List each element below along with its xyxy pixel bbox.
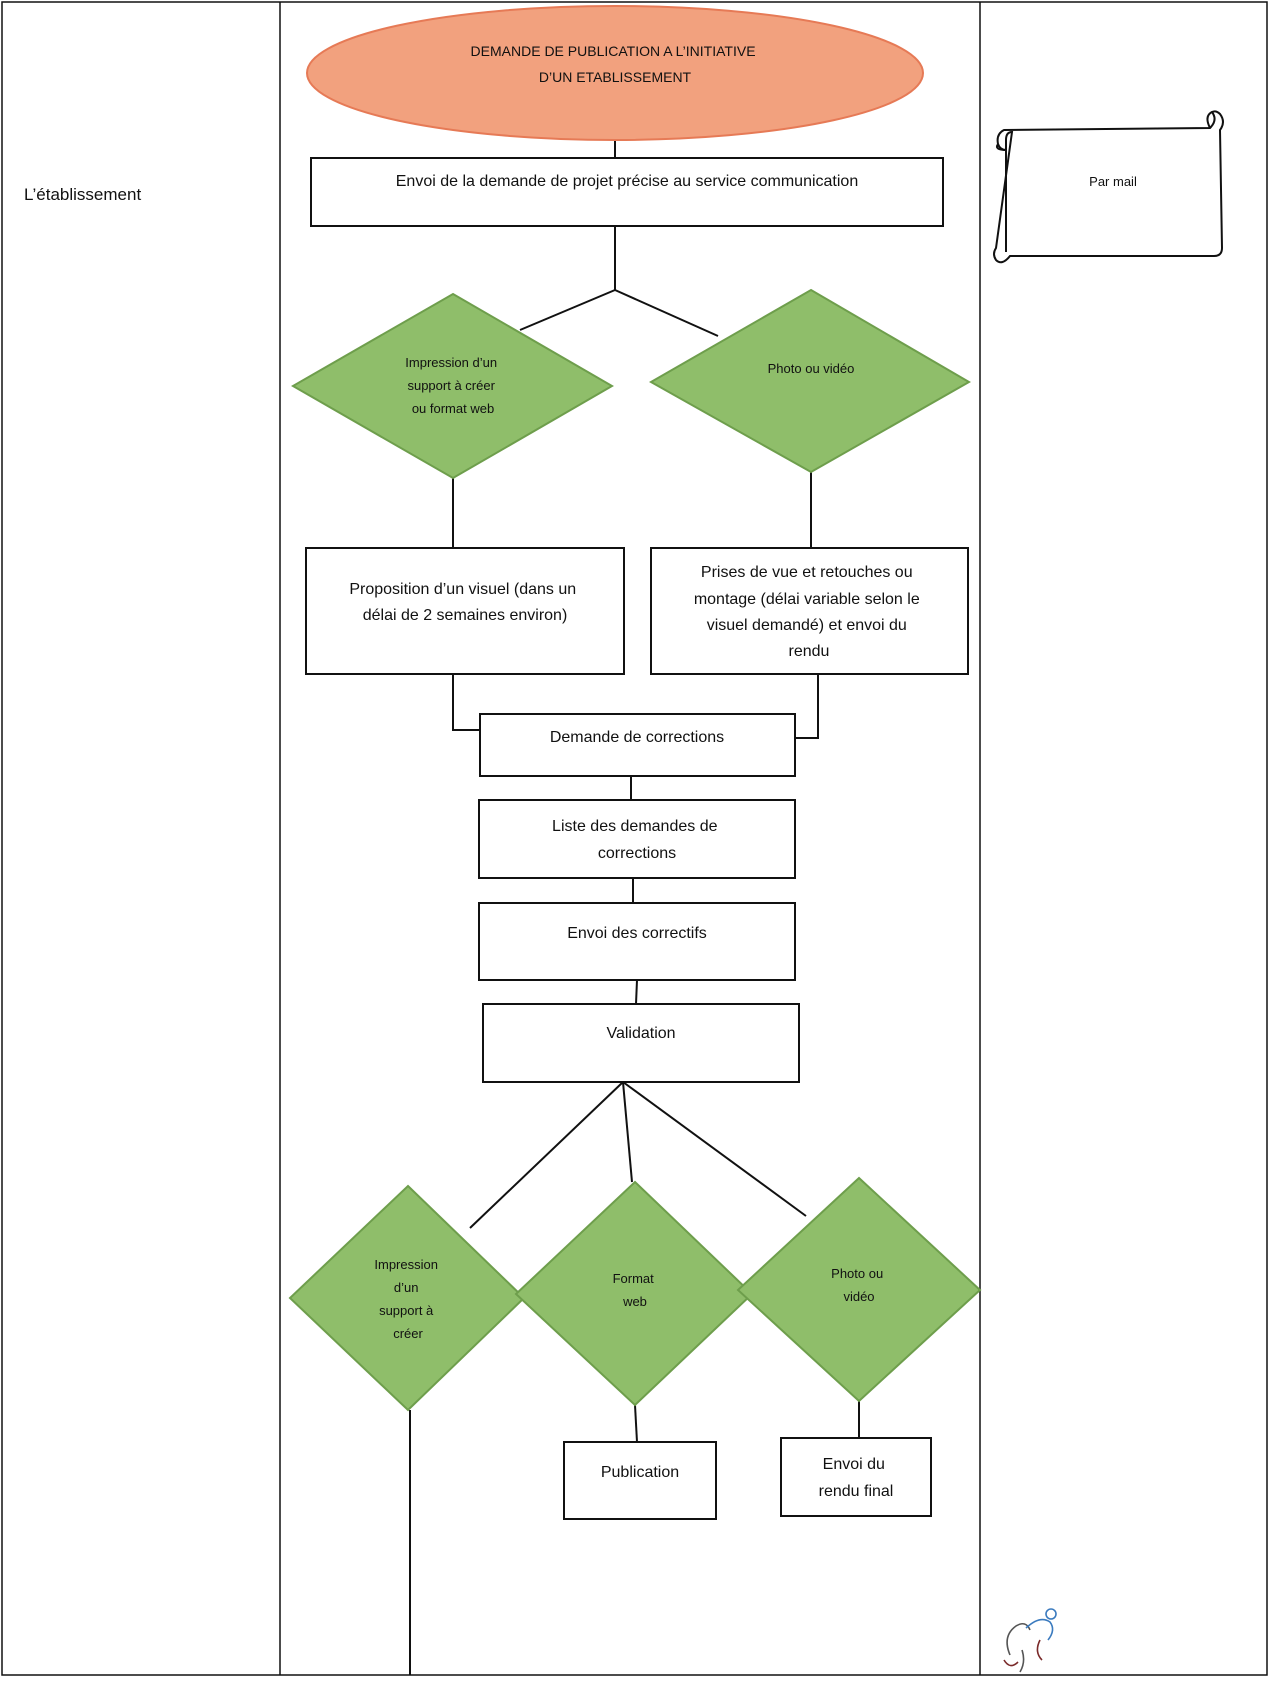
decision-web-line-2: web [622,1294,647,1309]
shooting-line-1: Prises de vue et retouches ou [701,564,913,581]
node-shooting-and-retouch: Prises de vue et retouches ou montage (d… [650,547,969,675]
decision-web-line-1: Format [613,1271,655,1286]
connector-fixes-to-validation [635,979,638,1005]
connector-split-left [519,289,616,331]
lane-label-etablissement: L’établissement [24,185,141,204]
final-render-line-2: rendu final [819,1483,894,1500]
send-request-label: Envoi de la demande de projet précise au… [396,173,858,190]
start-label-line-2: D’UN ETABLISSEMENT [539,69,692,85]
decision-print-web-line-2: support à créer [407,378,495,393]
decision-print-line-3: support à [379,1303,434,1318]
node-final-render: Envoi du rendu final [780,1437,932,1517]
svg-text:Photo ou vidéo: Photo ou vidéo [831,1266,887,1304]
node-validation: Validation [482,1003,800,1083]
shooting-line-3: visuel demandé) et envoi du [707,617,907,634]
decision-web: Format web [514,1180,754,1407]
svg-text:Envoi du rendu final: Envoi du rendu final [819,1456,894,1500]
svg-text:Envoi des correctifs: Envoi des correctifs [567,925,707,942]
connector-shooting-to-corrections [795,674,819,739]
decision-print-or-web: Impression d’un support à créer ou forma… [290,292,614,480]
connector-visual-to-corrections [452,674,480,731]
node-publication: Publication [563,1441,717,1520]
decision-print-line-2: d’un [394,1280,419,1295]
svg-text:Photo ou vidéo: Photo ou vidéo [768,361,855,376]
decision-print-line-1: Impression [374,1257,438,1272]
start-label-line-1: DEMANDE DE PUBLICATION A L’INITIATIVE [471,43,756,59]
request-corrections-label: Demande de corrections [550,729,724,746]
svg-text:Liste des demandes de co: Liste des demandes de corrections [552,818,722,862]
svg-text:Format web: Format web [613,1271,658,1309]
connectors [409,140,860,1675]
validation-label: Validation [606,1025,675,1042]
scroll-icon [993,110,1224,264]
decision-print-web-line-1: Impression d’un [405,355,497,370]
decision-photo-line-1: Photo ou [831,1266,883,1281]
start-node: DEMANDE DE PUBLICATION A L’INITIATIVE D’… [306,5,924,141]
svg-text:Impression d’un su: Impression d’un support à créer [374,1257,441,1341]
publication-label: Publication [601,1464,679,1481]
node-propose-visual: Proposition d’un visuel (dans un délai d… [305,547,625,675]
connector-validation-to-photo [622,1081,807,1217]
svg-text:Impression d’un support: Impression d’un support à créer ou forma… [405,355,500,416]
propose-visual-line-2: délai de 2 semaines environ) [363,607,568,624]
node-send-fixes: Envoi des correctifs [478,902,796,981]
connector-web-to-publication [634,1404,638,1443]
svg-text:Prises de vue et retouches ou: Prises de vue et retouches ou montage (d… [694,564,924,660]
decision-print: Impression d’un support à créer [288,1184,526,1412]
node-send-request: Envoi de la demande de projet précise au… [310,157,944,227]
node-corrections-list: Liste des demandes de corrections [478,799,796,879]
svg-text:DEMANDE DE PUBLICATION A L’INI: DEMANDE DE PUBLICATION A L’INITIATIVE D’… [471,43,760,85]
svg-text:Demande de corrections: Demande de corrections [550,729,724,746]
channel-label: Par mail [1089,174,1137,189]
decision-print-web-line-3: ou format web [412,401,494,416]
send-fixes-label: Envoi des correctifs [567,925,707,942]
final-render-line-1: Envoi du [823,1456,885,1473]
connector-validation-to-web [622,1081,633,1183]
decision-photo: Photo ou vidéo [736,1176,982,1403]
shooting-line-2: montage (délai variable selon le [694,591,920,608]
connector-split-right [614,289,719,337]
decision-photo-line-2: vidéo [843,1289,874,1304]
shooting-line-4: rendu [789,643,830,660]
svg-text:Validation: Validation [606,1025,675,1042]
svg-text:Proposition d’un visuel (dans: Proposition d’un visuel (dans un délai d… [349,581,580,624]
decision-photo-or-video: Photo ou vidéo [648,288,972,474]
decision-print-line-4: créer [393,1326,423,1341]
decision-photo-video-label: Photo ou vidéo [768,361,855,376]
connector-validation-to-print [469,1081,624,1229]
corrections-list-line-2: corrections [598,845,676,862]
corner-logo [1003,1608,1057,1673]
svg-text:Publication: Publication [601,1464,679,1481]
corrections-list-line-1: Liste des demandes de [552,818,718,835]
svg-text:Envoi de la demande de projet: Envoi de la demande de projet précise au… [396,173,858,190]
node-request-corrections: Demande de corrections [479,713,796,777]
propose-visual-line-1: Proposition d’un visuel (dans un [349,581,576,598]
